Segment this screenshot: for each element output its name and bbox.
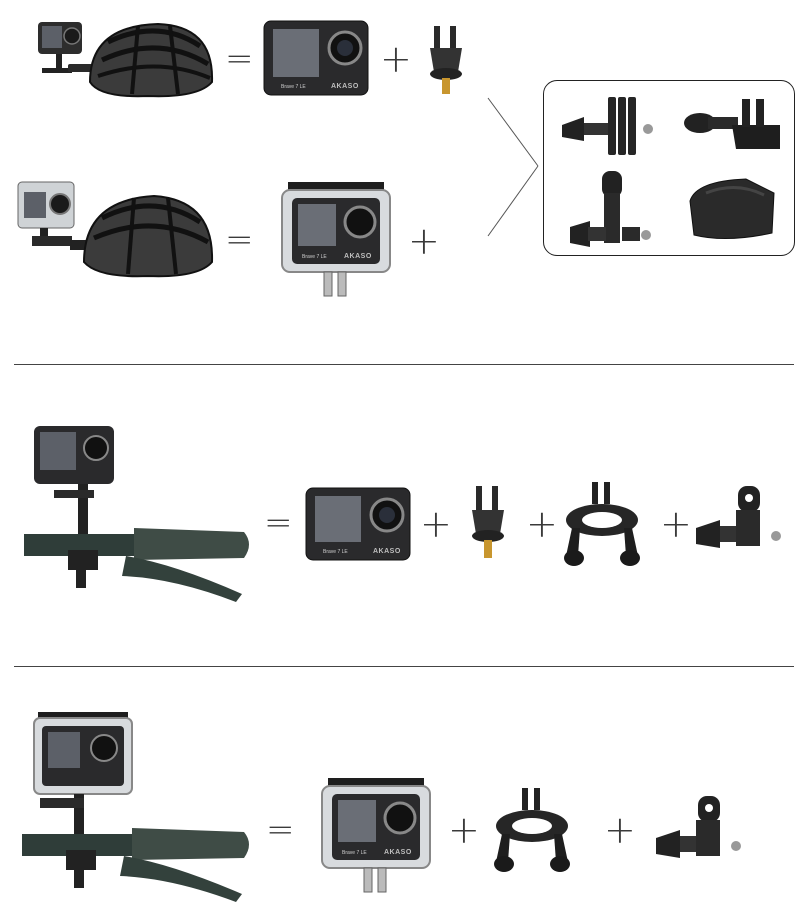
curved-adhesive-mount [686, 173, 778, 250]
handlebar-clamp [492, 786, 572, 874]
camera-in-waterproof-housing: Brave 7 LE AKASO [318, 778, 434, 896]
accessory-box [543, 80, 795, 256]
equals-sign: = [225, 39, 254, 79]
plus-sign: + [408, 219, 440, 263]
plus-sign: + [380, 37, 412, 81]
long-thumbscrew [558, 89, 658, 164]
plus-sign: + [604, 808, 636, 852]
svg-text:AKASO: AKASO [384, 849, 412, 856]
svg-text:Brave 7 LE: Brave 7 LE [342, 850, 367, 856]
callout-lines [487, 97, 539, 237]
handlebar-camera-assembly [24, 424, 254, 604]
plus-sign: + [660, 502, 692, 546]
plus-sign: + [526, 502, 558, 546]
tripod-screw-adapter [420, 22, 472, 98]
tripod-screw-adapter [462, 482, 514, 562]
extension-arm [694, 484, 786, 560]
handlebar-clamp [562, 480, 642, 568]
camera-in-waterproof-housing: Brave 7 LE AKASO [278, 182, 394, 300]
equals-sign: = [225, 220, 254, 260]
svg-text:Brave 7 LE: Brave 7 LE [281, 84, 306, 90]
svg-text:Brave 7 LE: Brave 7 LE [323, 549, 348, 555]
section-divider [14, 666, 794, 667]
equals-sign: = [266, 810, 295, 850]
svg-text:AKASO: AKASO [373, 548, 401, 555]
section-divider [14, 364, 794, 365]
helmet-camera-housing-assembly [14, 178, 224, 288]
helmet-camera-assembly [28, 12, 218, 107]
action-camera: Brave 7 LE AKASO [263, 20, 369, 96]
extension-arm [566, 167, 656, 256]
buckle-mount [680, 93, 784, 160]
svg-text:AKASO: AKASO [344, 253, 372, 260]
equals-sign: = [264, 503, 293, 543]
plus-sign: + [420, 502, 452, 546]
plus-sign: + [448, 808, 480, 852]
handlebar-camera-housing-assembly [22, 710, 254, 906]
action-camera: Brave 7 LE AKASO [305, 487, 411, 561]
svg-text:AKASO: AKASO [331, 83, 359, 90]
svg-text:Brave 7 LE: Brave 7 LE [302, 254, 327, 260]
extension-arm [654, 794, 746, 870]
